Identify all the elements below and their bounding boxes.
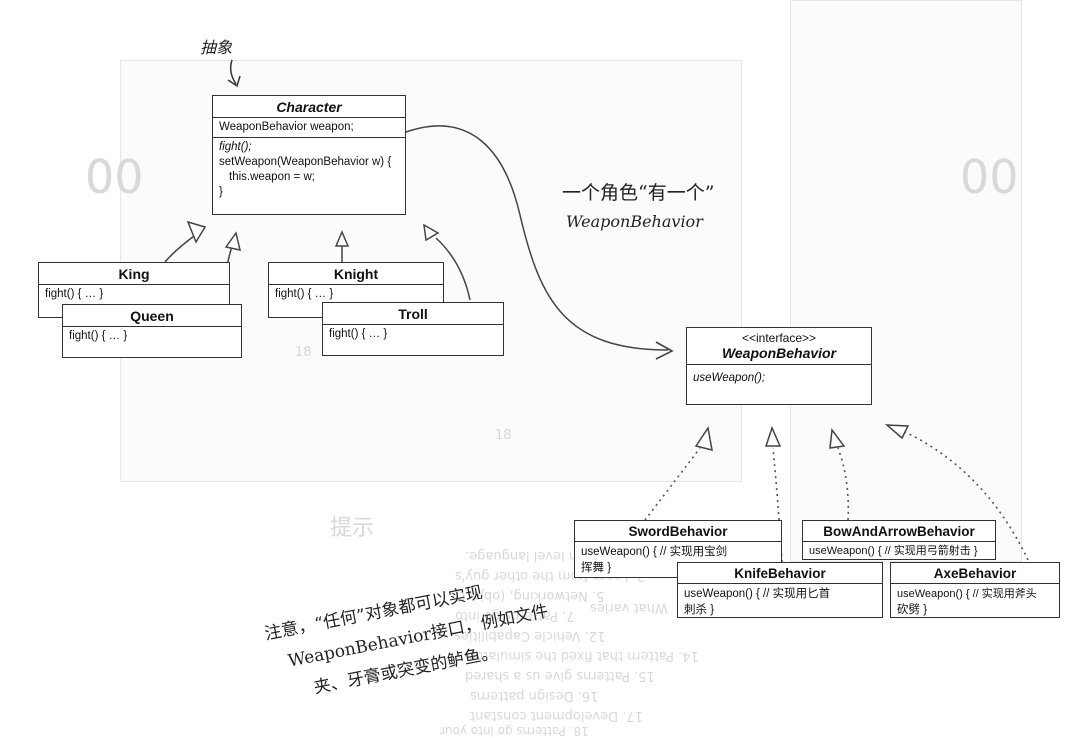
bowandarrowbehavior-class-name: BowAndArrowBehavior: [803, 521, 995, 542]
character-methods: fight(); setWeapon(WeaponBehavior w) { t…: [213, 138, 405, 202]
axebehavior-class-name: AxeBehavior: [891, 563, 1059, 584]
has-a-annotation-line2: WeaponBehavior: [566, 212, 703, 231]
bleed-hint-title: 提示: [330, 516, 375, 541]
swordbehavior-class-name: SwordBehavior: [575, 521, 781, 542]
interface-methods: useWeapon();: [687, 365, 871, 388]
troll-method-fight: fight() { … }: [329, 328, 388, 340]
realization-bow: [829, 428, 850, 521]
has-a-arrow: [405, 125, 669, 351]
troll-method: fight() { … }: [323, 325, 503, 344]
realization-sword: [644, 426, 713, 521]
bowandarrowbehavior-method-line1: useWeapon() { // 实现用弓箭射击 }: [809, 545, 978, 557]
inheritance-knight: [334, 230, 350, 264]
queen-method: fight() { … }: [63, 327, 241, 346]
bowandarrowbehavior-class-box: BowAndArrowBehavior useWeapon() { // 实现用…: [802, 520, 996, 560]
inheritance-troll: [423, 223, 471, 301]
troll-class-name: Troll: [323, 303, 503, 325]
has-a-arrowhead: [655, 341, 674, 360]
weaponbehavior-interface-box: <<interface>> WeaponBehavior useWeapon()…: [686, 327, 872, 405]
character-class-box: Character WeaponBehavior weapon; fight()…: [212, 95, 406, 215]
knifebehavior-class-box: KnifeBehavior useWeapon() { // 实现用匕首 刺杀 …: [677, 562, 883, 618]
knight-method: fight() { … }: [269, 285, 443, 304]
king-class-name: King: [39, 263, 229, 285]
character-method-setweapon: setWeapon(WeaponBehavior w) {: [219, 156, 392, 168]
knight-class-name: Knight: [269, 263, 443, 285]
knight-method-fight: fight() { … }: [275, 288, 334, 300]
abstract-pointer-head: [227, 75, 241, 88]
queen-class-name: Queen: [63, 305, 241, 327]
axebehavior-method: useWeapon() { // 实现用斧头 砍劈 }: [891, 584, 1059, 620]
knifebehavior-class-name: KnifeBehavior: [678, 563, 882, 584]
axebehavior-class-box: AxeBehavior useWeapon() { // 实现用斧头 砍劈 }: [890, 562, 1060, 618]
swordbehavior-method-line2: 挥舞 }: [581, 562, 612, 574]
queen-method-fight: fight() { … }: [69, 330, 128, 342]
character-class-name: Character: [213, 96, 405, 118]
king-method: fight() { … }: [39, 285, 229, 304]
troll-class-box: Troll fight() { … }: [322, 302, 504, 356]
bleed-number: 18: [295, 345, 312, 360]
knifebehavior-method-line2: 刺杀 }: [684, 604, 715, 616]
axebehavior-method-line1: useWeapon() { // 实现用斧头: [897, 588, 1037, 600]
knifebehavior-method-line1: useWeapon() { // 实现用匕首: [684, 588, 831, 600]
swordbehavior-method-line1: useWeapon() { // 实现用宝剑: [581, 546, 728, 558]
character-field-weapon: WeaponBehavior weapon;: [219, 121, 354, 133]
axebehavior-method-line2: 砍劈 }: [897, 604, 928, 616]
abstract-annotation: 抽象: [200, 38, 233, 57]
interface-method-useweapon: useWeapon();: [693, 372, 766, 384]
knifebehavior-method: useWeapon() { // 实现用匕首 刺杀 }: [678, 584, 882, 620]
bleed-panel-right: [790, 0, 1022, 562]
bleed-big-number-1: 00: [85, 150, 144, 204]
inheritance-king: [164, 220, 207, 263]
queen-class-box: Queen fight() { … }: [62, 304, 242, 358]
character-method-fight: fight();: [219, 141, 252, 153]
swordbehavior-method: useWeapon() { // 实现用宝剑 挥舞 }: [575, 542, 781, 578]
bleed-big-number-2: 00: [960, 150, 1019, 204]
character-fields: WeaponBehavior weapon;: [213, 118, 405, 138]
king-method-fight: fight() { … }: [45, 288, 104, 300]
interface-name: WeaponBehavior: [687, 345, 871, 365]
character-method-close: }: [219, 186, 223, 198]
bowandarrowbehavior-method: useWeapon() { // 实现用弓箭射击 }: [803, 542, 995, 561]
abstract-pointer-arrow: [229, 59, 237, 85]
bleed-number: 18: [495, 428, 512, 443]
character-method-body: this.weapon = w;: [229, 171, 315, 183]
has-a-annotation-line1: 一个角色“有一个”: [562, 182, 715, 204]
interface-stereotype: <<interface>>: [741, 331, 817, 345]
realization-axe: [884, 424, 1029, 561]
